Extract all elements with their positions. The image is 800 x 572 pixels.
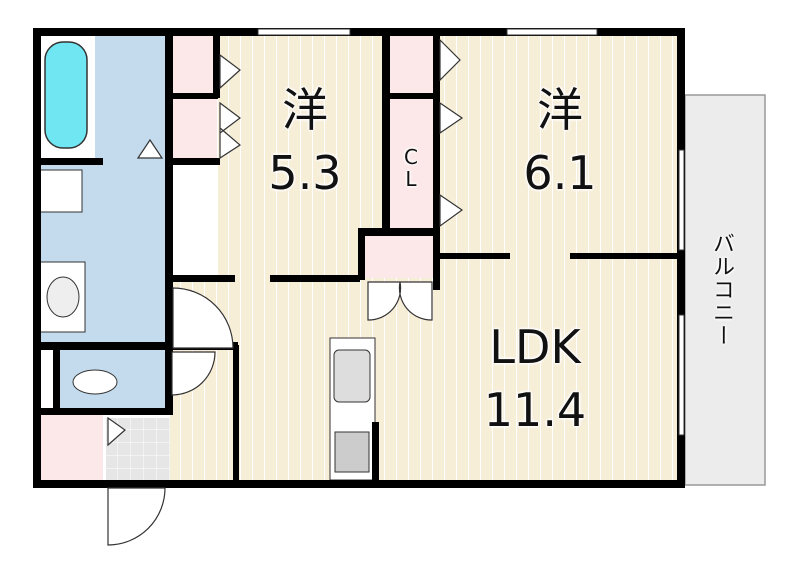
walls bbox=[33, 28, 685, 488]
washing-machine-pan bbox=[39, 169, 83, 213]
toilet-door bbox=[171, 351, 216, 396]
closet-label-l: L bbox=[405, 167, 417, 191]
washroom-door bbox=[172, 287, 234, 349]
toilet bbox=[72, 369, 118, 395]
windows bbox=[257, 28, 685, 436]
western-room-2-label: 洋 bbox=[537, 83, 583, 137]
closet-label-c: C bbox=[404, 145, 418, 169]
sink-basin bbox=[46, 276, 80, 318]
stove bbox=[334, 431, 370, 473]
shoe-storage bbox=[35, 413, 103, 485]
western-room-1-label: 洋 bbox=[282, 83, 328, 137]
bathroom bbox=[95, 30, 168, 163]
closet-2a bbox=[388, 32, 433, 94]
closet-small bbox=[363, 234, 433, 278]
kitchen-sink bbox=[333, 349, 371, 403]
closet-1a bbox=[172, 32, 217, 94]
western-room-2-floor bbox=[440, 30, 685, 258]
western-room-1-size: 5.3 bbox=[268, 146, 342, 200]
doors bbox=[107, 38, 464, 546]
hallway bbox=[170, 163, 218, 280]
closet-cl bbox=[388, 98, 433, 228]
closet-1b bbox=[172, 98, 217, 161]
western-room-1-floor bbox=[218, 30, 385, 280]
balcony bbox=[684, 94, 766, 486]
ldk-size: 11.4 bbox=[483, 383, 587, 437]
ldk-label: LDK bbox=[489, 320, 581, 374]
western-room-2-size: 6.1 bbox=[523, 146, 597, 200]
entrance-door bbox=[107, 487, 166, 546]
balcony-label: バルコニー bbox=[709, 232, 734, 347]
bathtub bbox=[44, 41, 88, 149]
